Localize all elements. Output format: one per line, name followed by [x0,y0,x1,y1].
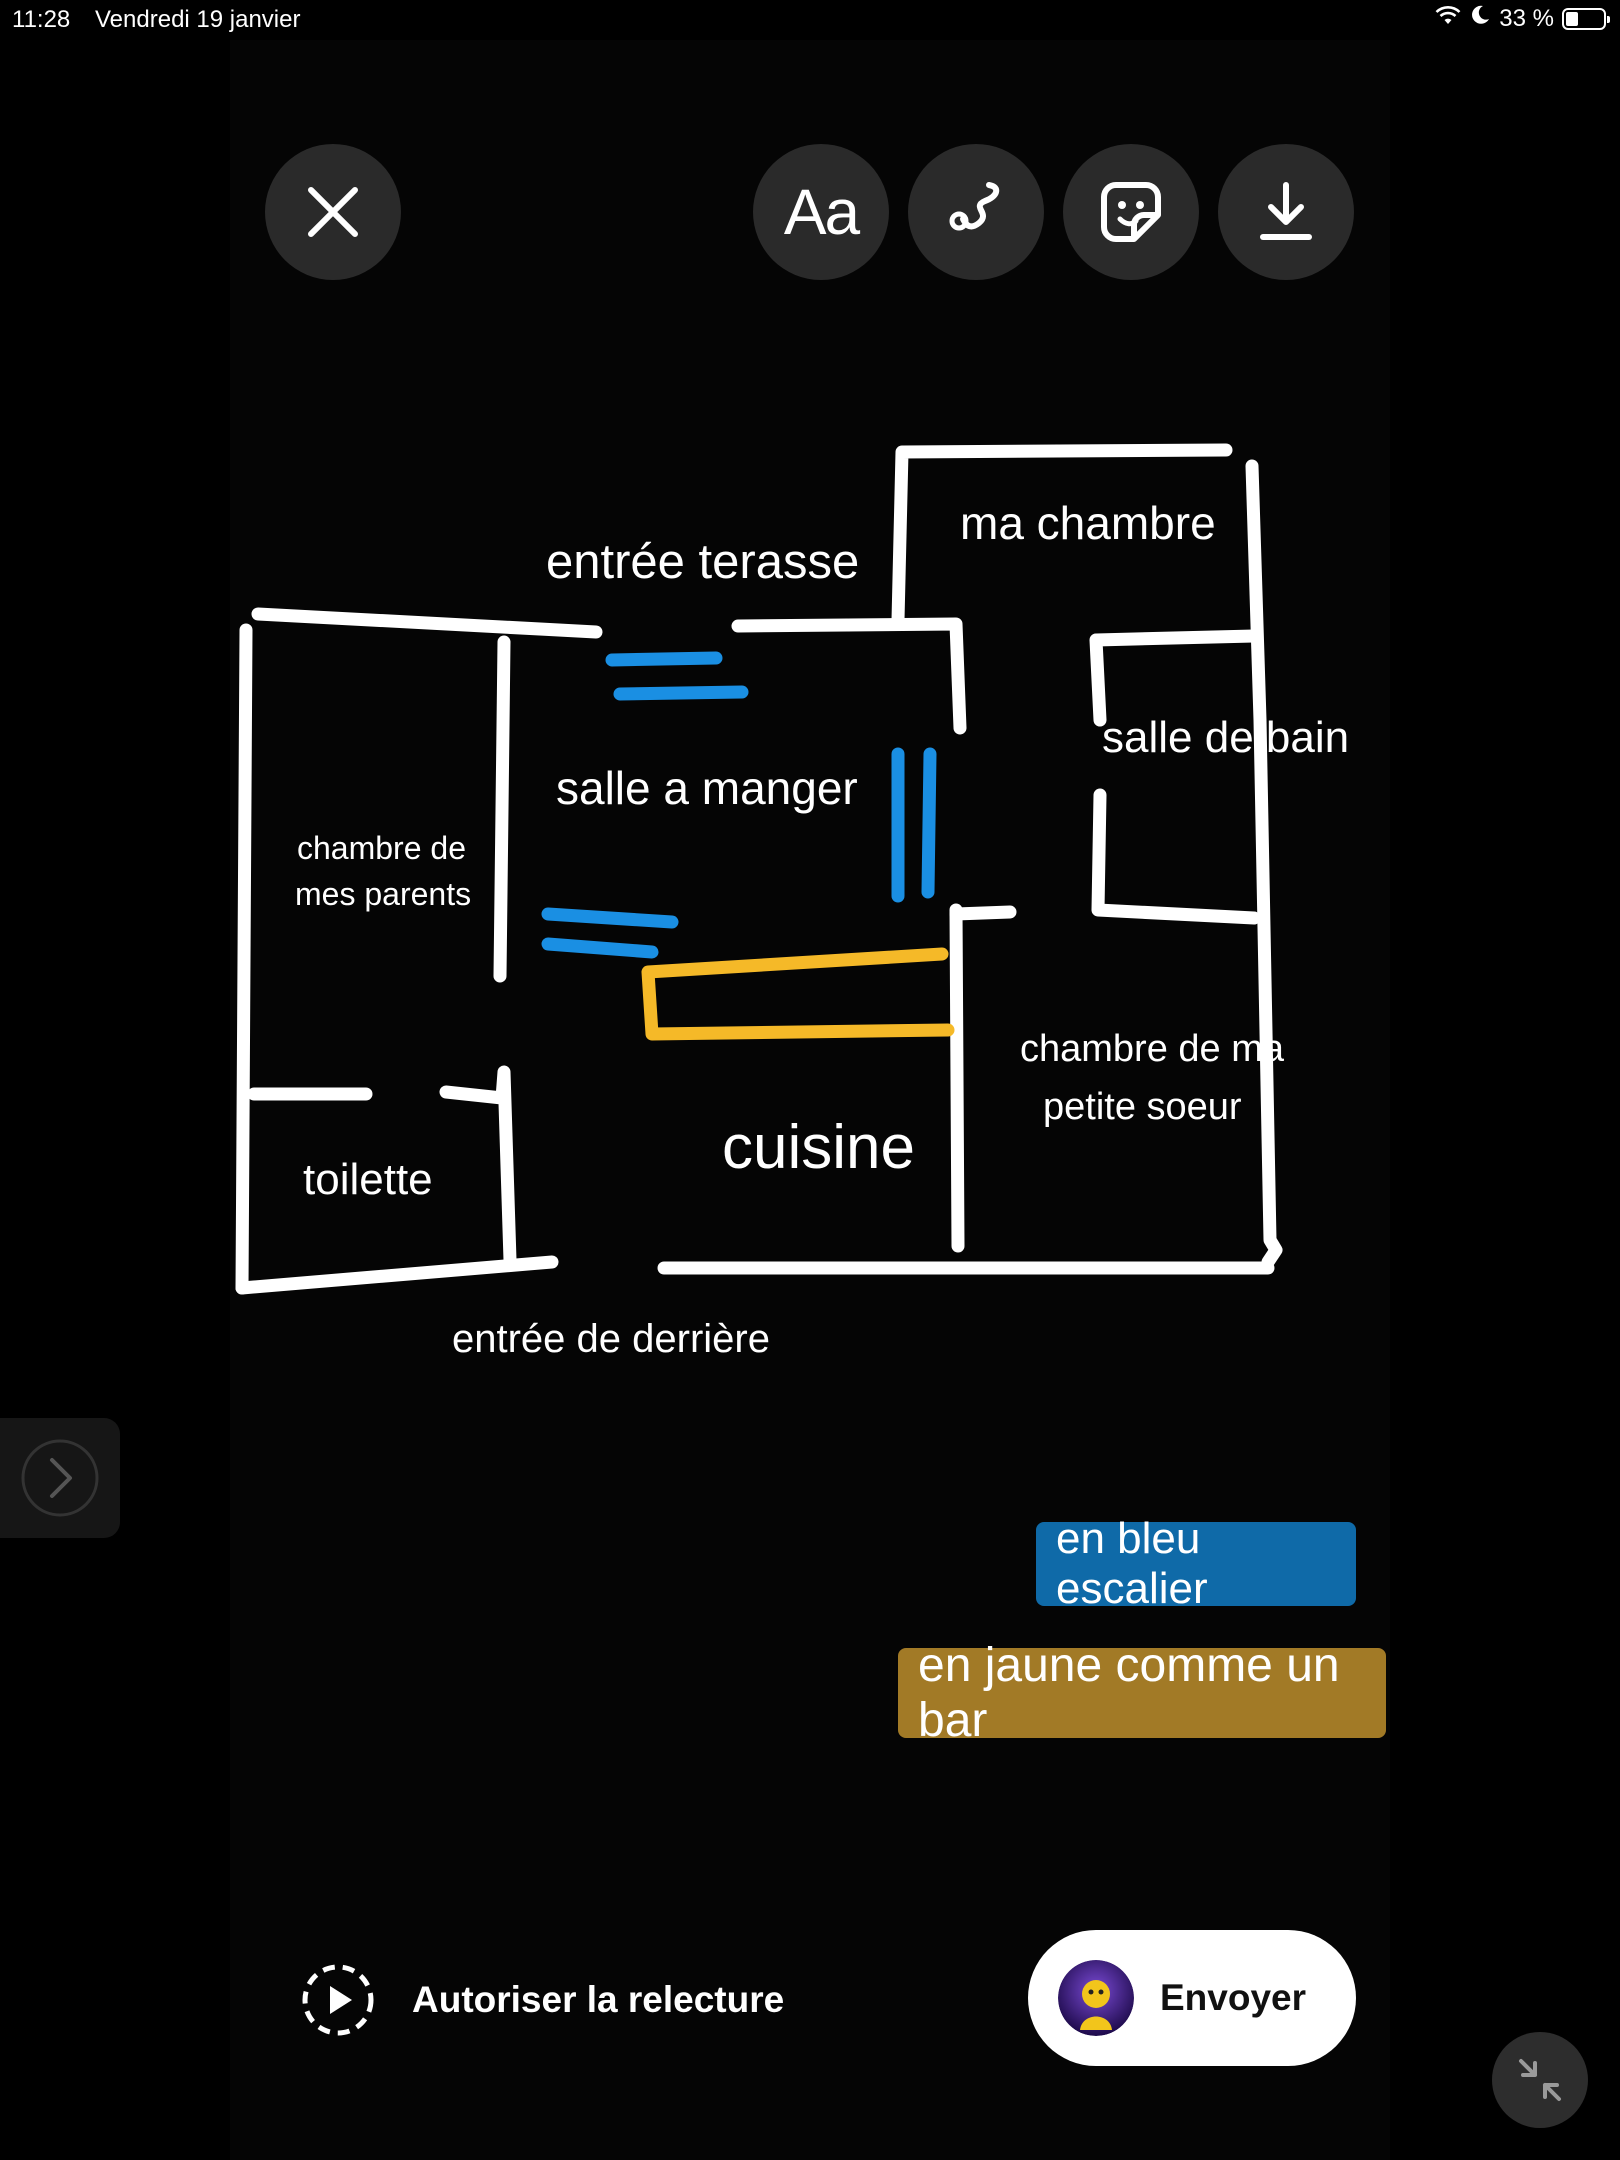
battery-percent: 33 % [1499,4,1554,32]
download-icon [1260,182,1312,240]
minimize-button[interactable] [1492,2032,1588,2128]
text-tool-label: Aa [783,176,860,248]
tag-yellow-bar[interactable]: en jaune comme un bar [898,1639,1386,1747]
scribble-icon [949,182,1000,231]
label-salle-de-bain: salle de bain [1102,713,1350,762]
wall-bath-bottom [1091,788,1261,925]
wall-bedroom-left [891,443,1233,627]
story-canvas [230,40,1390,2160]
moon-icon [1469,4,1491,33]
allow-replay-toggle[interactable]: Autoriser la relecture [300,1960,784,2040]
wall-top-middle [731,617,967,735]
wall-toilet-right [439,1065,517,1267]
label-entree-derriere: entrée de derrière [452,1317,770,1361]
collapse-arrows-icon [1519,2059,1561,2101]
wall-parents-inner [493,635,511,983]
wall-sister-top [949,905,1017,921]
text-tool-button[interactable]: Aa [753,144,889,280]
label-salle-a-manger: salle a manger [556,762,858,814]
next-story-button[interactable] [0,1418,120,1538]
label-entree-terasse: entrée terasse [546,535,860,589]
draw-tool-button[interactable] [908,144,1044,280]
wall-left [235,623,253,1295]
status-time: 11:28 [12,6,71,33]
wall-top-left [251,607,603,639]
close-button[interactable] [265,144,401,280]
allow-replay-label: Autoriser la relecture [412,1979,785,2020]
label-chambre-soeur-2: petite soeur [1043,1086,1242,1128]
avatar [1058,1960,1134,2036]
send-button[interactable]: Envoyer [1028,1930,1356,2066]
wall-bottom-left [235,1255,559,1295]
status-right: 33 % [1435,4,1610,33]
wall-kitchen-right [949,903,965,1253]
wall-right [1245,459,1283,1269]
status-date: Vendredi 19 janvier [95,6,301,33]
wall-bath-top [1089,629,1261,727]
bar-drawing [641,947,955,1041]
tag-blue-stairs[interactable]: en bleu escalier [1036,1514,1356,1613]
download-button[interactable] [1218,144,1354,280]
send-label: Envoyer [1160,1977,1307,2018]
status-bar: 11:28 Vendredi 19 janvier 33 % [0,0,1620,40]
label-chambre-parents-1: chambre de [297,830,466,866]
sticker-button[interactable] [1063,144,1199,280]
label-cuisine: cuisine [722,1113,915,1182]
label-toilette: toilette [303,1155,433,1204]
replay-icon [302,1964,374,2036]
label-ma-chambre: ma chambre [960,497,1216,549]
label-chambre-parents-2: mes parents [295,876,472,912]
label-chambre-soeur-1: chambre de ma [1020,1028,1285,1070]
battery-icon [1562,7,1610,30]
wifi-icon [1435,5,1461,33]
chevron-right-icon [21,1439,99,1517]
sticker-icon [1101,182,1161,242]
close-icon [308,187,358,237]
